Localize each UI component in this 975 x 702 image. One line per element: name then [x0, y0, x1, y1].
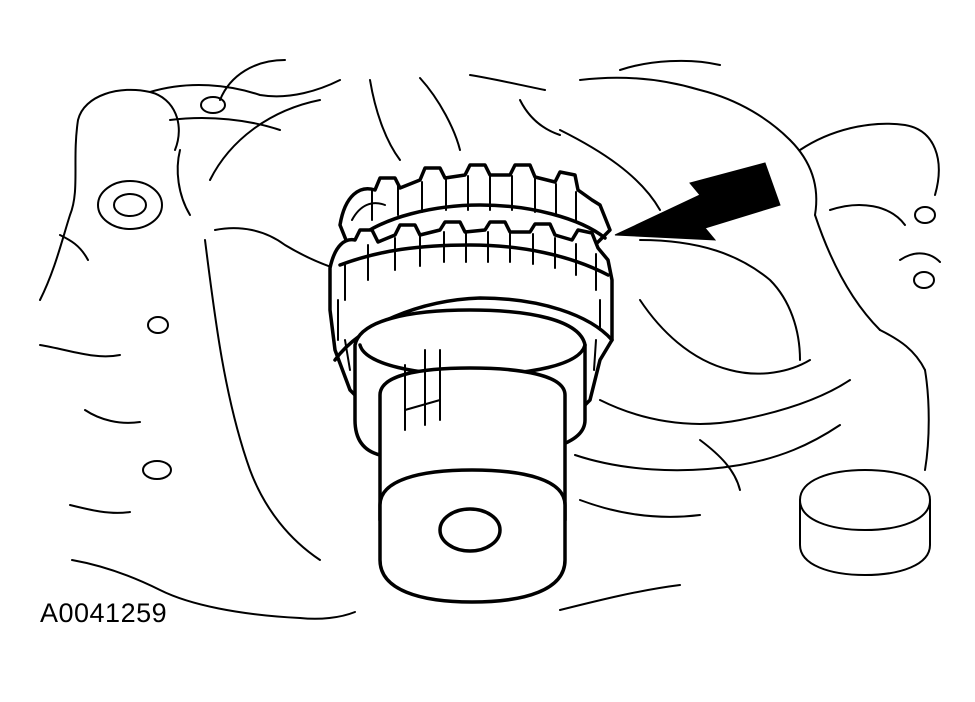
indicator-arrow — [614, 162, 781, 241]
figure-id-label: A0041259 — [40, 598, 168, 628]
engine-housing-outline — [39, 59, 941, 620]
bolt-holes — [97, 96, 936, 480]
housing-boss-lower-right — [799, 469, 931, 576]
drive-shaft-hub — [353, 308, 587, 604]
